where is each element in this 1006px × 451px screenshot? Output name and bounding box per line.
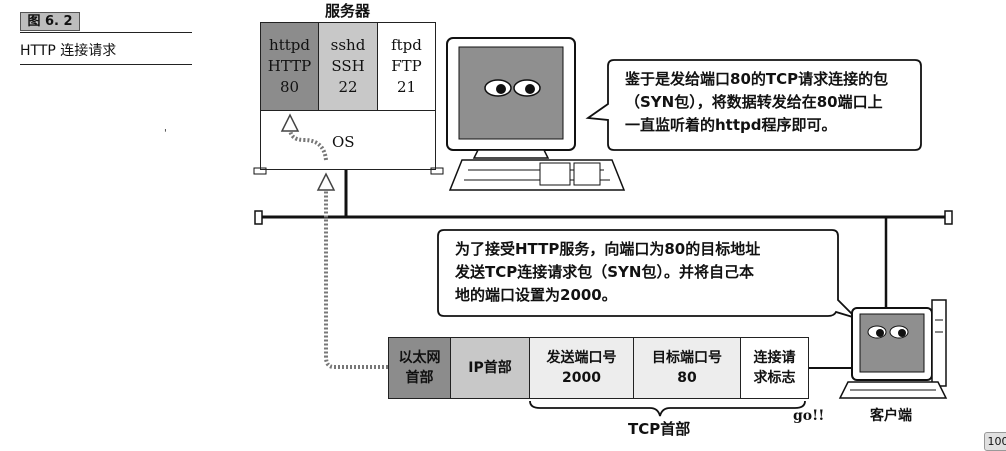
os-label: OS bbox=[332, 133, 355, 151]
service-protocol: SSH bbox=[331, 56, 364, 77]
page-number: 100 bbox=[984, 432, 1006, 451]
bus-terminator-left bbox=[255, 211, 262, 224]
server-title: 服务器 bbox=[325, 0, 370, 21]
client-bubble-text: 为了接受HTTP服务，向端口为80的目标地址 发送TCP连接请求包（SYN包）。… bbox=[455, 238, 760, 307]
svg-text:': ' bbox=[164, 128, 167, 139]
service-daemon: ftpd bbox=[391, 35, 422, 56]
field-line: 发送端口号 bbox=[547, 348, 617, 368]
go-label: go!! bbox=[793, 408, 824, 424]
service-ftpd: ftpd FTP 21 bbox=[377, 22, 436, 111]
field-line: 以太网 bbox=[399, 348, 441, 368]
packet-syn-flag: 连接请求标志 bbox=[740, 337, 809, 399]
packet-ip-header: IP首部 bbox=[450, 337, 530, 399]
tcp-header-brace bbox=[530, 401, 805, 416]
field-line: 目标端口号 bbox=[652, 348, 722, 368]
bubble-line: 为了接受HTTP服务，向端口为80的目标地址 bbox=[455, 238, 760, 261]
client-label: 客户端 bbox=[870, 405, 912, 425]
client-computer bbox=[840, 300, 946, 398]
service-daemon: sshd bbox=[331, 35, 366, 56]
service-daemon: httpd bbox=[269, 35, 310, 56]
delivery-arrow bbox=[326, 185, 388, 367]
field-line: 80 bbox=[652, 368, 722, 388]
field-line: IP首部 bbox=[468, 358, 511, 378]
bubble-line: 鉴于是发给端口80的TCP请求连接的包 bbox=[625, 68, 888, 91]
service-sshd: sshd SSH 22 bbox=[318, 22, 378, 111]
service-port: 22 bbox=[338, 77, 357, 98]
service-port: 21 bbox=[397, 77, 416, 98]
delivery-arrow-head bbox=[318, 174, 334, 190]
field-line: 2000 bbox=[547, 368, 617, 388]
field-line: 求标志 bbox=[754, 368, 796, 388]
service-protocol: FTP bbox=[391, 56, 422, 77]
bubble-line: （SYN包），将数据转发给在80端口上 bbox=[625, 91, 888, 114]
server-bubble-text: 鉴于是发给端口80的TCP请求连接的包 （SYN包），将数据转发给在80端口上 … bbox=[625, 68, 888, 137]
packet-ethernet-header: 以太网首部 bbox=[388, 337, 451, 399]
bubble-line: 地的端口设置为2000。 bbox=[455, 284, 760, 307]
field-line: 连接请 bbox=[754, 348, 796, 368]
bubble-line: 发送TCP连接请求包（SYN包）。并将自己本 bbox=[455, 261, 760, 284]
tcp-header-label: TCP首部 bbox=[628, 418, 690, 439]
service-protocol: HTTP bbox=[268, 56, 311, 77]
bubble-line: 一直监听着的httpd程序即可。 bbox=[625, 114, 888, 137]
service-port: 80 bbox=[280, 77, 299, 98]
field-line: 首部 bbox=[399, 368, 441, 388]
bus-terminator-right bbox=[945, 211, 952, 224]
service-httpd: httpd HTTP 80 bbox=[260, 22, 319, 111]
